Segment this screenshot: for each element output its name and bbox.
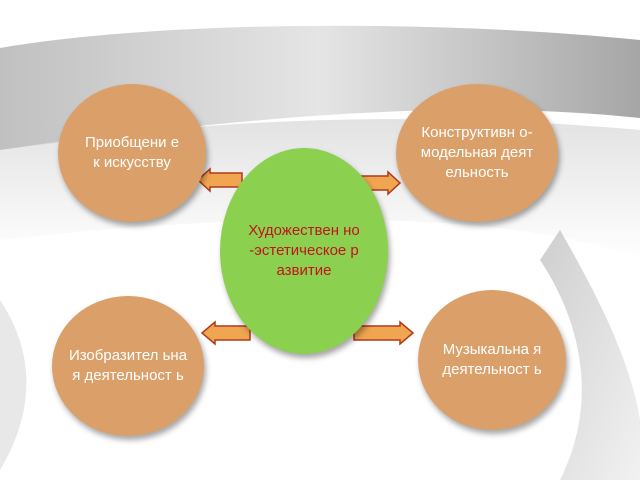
node-constructive-activity-label: Конструктивн о-модельная деятельность <box>420 124 534 181</box>
node-music-activity: Музыкальна я деятельност ь <box>418 290 566 430</box>
node-constructive-activity: Конструктивн о-модельная деятельность <box>396 84 558 222</box>
node-music-activity-label: Музыкальна я деятельност ь <box>442 341 542 378</box>
node-visual-activity-label: Изобразител ьная деятельност ь <box>68 347 188 384</box>
node-artistic-development-label: Художествен но-эстетическое развитие <box>248 222 360 279</box>
node-visual-activity: Изобразител ьная деятельност ь <box>52 296 204 436</box>
node-art-introduction-label: Приобщени е к искусству <box>84 134 180 171</box>
node-artistic-development: Художествен но-эстетическое развитие <box>220 148 388 354</box>
node-art-introduction: Приобщени е к искусству <box>58 84 206 222</box>
